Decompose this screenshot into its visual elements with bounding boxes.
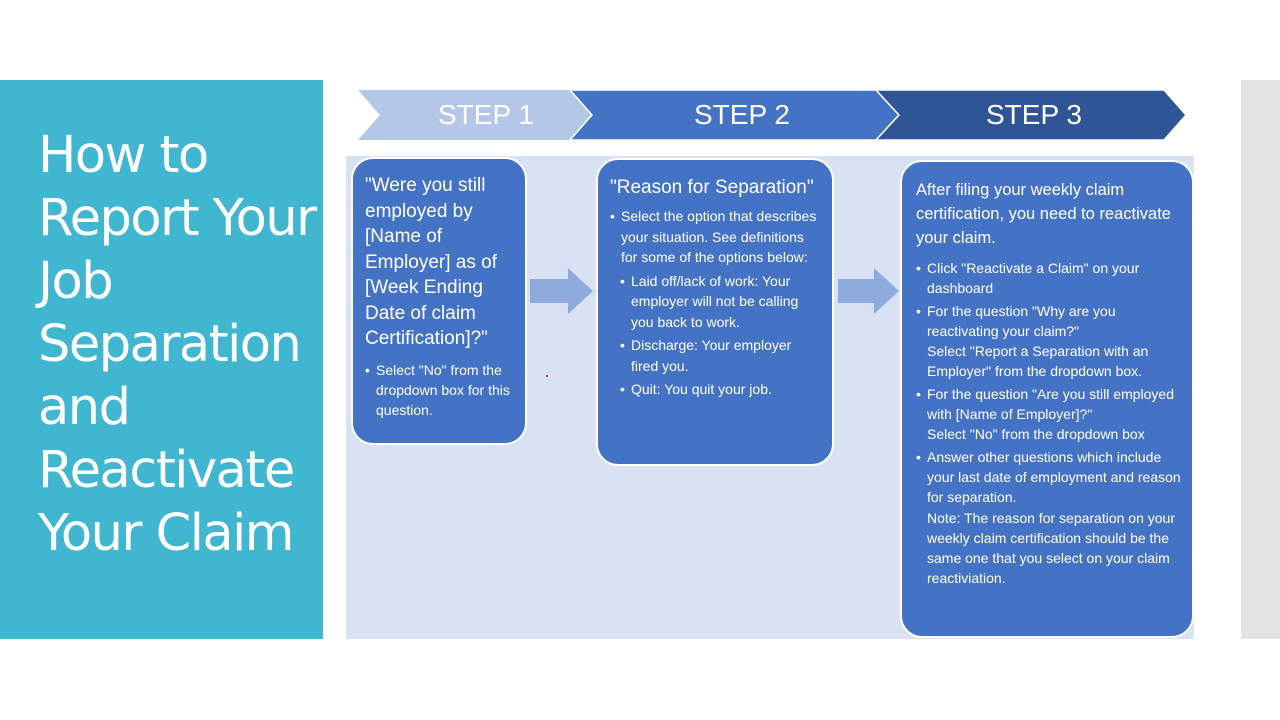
sub-bullet-item: Quit: You quit your job.: [620, 379, 822, 400]
step1-bullets: Select "No" from the dropdown box for th…: [365, 360, 515, 420]
steps-chevron-bar: STEP 1 STEP 2 STEP 3: [358, 90, 1188, 140]
bullet-item: Select the option that describes your si…: [610, 206, 822, 268]
sub-bullet-item: Laid off/lack of work: Your employer wil…: [620, 271, 822, 333]
step3-label: STEP 3: [986, 99, 1082, 130]
step1-heading: "Were you still employed by [Name of Emp…: [365, 175, 497, 349]
step2-chevron: [569, 90, 901, 140]
step3-card: After filing your weekly claim certifica…: [900, 160, 1194, 638]
chevron-shapes: [358, 90, 1187, 140]
arrow-right-icon: [838, 268, 899, 314]
step3-heading: After filing your weekly claim certifica…: [916, 181, 1171, 247]
sub-bullet-item: Discharge: Your employer fired you.: [620, 335, 822, 376]
bullet-item: Answer other questions which include you…: [916, 447, 1184, 589]
stray-dot: [546, 375, 548, 377]
step1-label: STEP 1: [438, 99, 534, 130]
bullet-item: Select "No" from the dropdown box for th…: [365, 360, 515, 420]
bullet-item: For the question "Why are you reactivati…: [916, 301, 1184, 382]
step1-chevron: [358, 90, 592, 140]
bullet-item: For the question "Are you still employed…: [916, 384, 1184, 445]
step1-card: "Were you still employed by [Name of Emp…: [351, 157, 527, 445]
bullet-item: Click "Reactivate a Claim" on your dashb…: [916, 258, 1184, 299]
arrow-right-icon: [530, 268, 593, 314]
step2-card: "Reason for Separation" Select the optio…: [596, 158, 834, 466]
step2-heading: "Reason for Separation": [610, 177, 814, 198]
side-strip: [1241, 80, 1280, 639]
step2-label: STEP 2: [694, 99, 790, 130]
step3-chevron: [874, 90, 1187, 140]
slide-title: How to Report Your Job Separation and Re…: [38, 126, 317, 563]
step2-bullets: Select the option that describes your si…: [610, 206, 822, 400]
title-panel: [0, 80, 323, 639]
step3-bullets: Click "Reactivate a Claim" on your dashb…: [916, 258, 1184, 589]
